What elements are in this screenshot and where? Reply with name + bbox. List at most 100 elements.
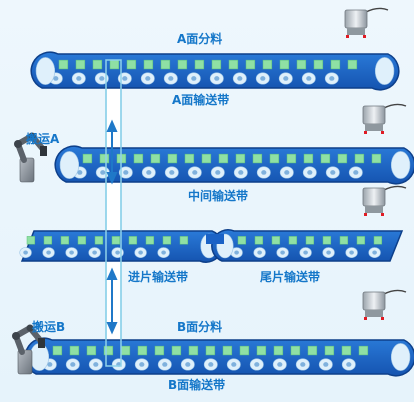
wafer-tile <box>296 59 307 70</box>
roller-hub <box>92 250 97 255</box>
roller-hub <box>191 76 197 81</box>
camera-light <box>381 131 384 134</box>
wafer-tile <box>313 59 324 70</box>
wafer-tile <box>154 345 165 356</box>
wafer-tile <box>307 345 318 356</box>
robot-gripper <box>38 338 45 348</box>
roller-hub <box>69 250 74 255</box>
roller-hub <box>208 362 214 367</box>
wafer-tile <box>150 153 161 164</box>
wafer-tile <box>145 236 155 245</box>
wafer-tile <box>235 153 246 164</box>
wafer-tile <box>126 59 137 70</box>
camera-body <box>344 9 368 29</box>
roller-hub <box>47 362 53 367</box>
wafer-tile <box>271 236 281 245</box>
roller-hub <box>280 250 285 255</box>
transfer-shaft-overlay <box>105 59 122 367</box>
camera-light <box>364 317 367 320</box>
wafer-tile <box>245 59 256 70</box>
wafer-tile <box>262 59 273 70</box>
robot-arm <box>13 325 43 355</box>
camera-light <box>346 35 349 38</box>
transfer-shaft <box>105 59 122 367</box>
wafer-tile <box>92 59 103 70</box>
roller-hub <box>326 250 331 255</box>
roller-hub <box>306 76 312 81</box>
roller-hub <box>23 250 28 255</box>
label-b-sort: B面分料 <box>177 320 223 334</box>
camera-body <box>362 291 386 311</box>
belt-connector <box>206 234 224 244</box>
wafer-tile <box>290 345 301 356</box>
wafer-tile <box>320 153 331 164</box>
wafer-tile <box>160 59 171 70</box>
camera-cable <box>383 289 407 295</box>
camera-cable <box>383 185 407 191</box>
end-roller <box>374 57 395 85</box>
robot-base <box>19 157 35 183</box>
wafer-tile <box>77 236 87 245</box>
double-arrow-icon <box>106 267 118 335</box>
end-roller <box>59 151 80 179</box>
roller-hub <box>169 170 175 175</box>
camera-body <box>362 187 386 207</box>
roller-hub <box>214 76 220 81</box>
label-a-sort: A面分料 <box>177 32 223 46</box>
wafer-tile <box>188 345 199 356</box>
roller-hub <box>145 76 151 81</box>
roller-hub <box>123 170 129 175</box>
roller-hub <box>138 250 143 255</box>
wafer-tile <box>305 236 315 245</box>
roller-hub <box>330 170 336 175</box>
roller-hub <box>46 250 51 255</box>
camera-icon <box>362 103 407 134</box>
roller-hub <box>329 76 335 81</box>
camera-light <box>381 213 384 216</box>
wafer-tile <box>52 345 63 356</box>
roller-hub <box>139 362 145 367</box>
camera-lens <box>365 206 383 213</box>
roller-hub <box>192 170 198 175</box>
roller-hub <box>122 76 128 81</box>
roller-hub <box>237 76 243 81</box>
camera-lens <box>365 310 383 317</box>
end-roller <box>390 151 411 179</box>
robot-arm-icon <box>14 132 47 183</box>
wafer-tile <box>269 153 280 164</box>
wafer-tile <box>373 236 383 245</box>
camera-lens <box>347 28 365 35</box>
wafer-tile <box>75 59 86 70</box>
roller-hub <box>346 362 352 367</box>
label-a-conveyor: A面输送带 <box>172 93 230 107</box>
wafer-tile <box>58 59 69 70</box>
roller-hub <box>323 362 329 367</box>
label-infeed-conveyor: 进片输送带 <box>128 270 189 284</box>
roller-hub <box>277 362 283 367</box>
wafer-tile <box>205 345 216 356</box>
roller-hub <box>99 76 105 81</box>
roller-hub <box>161 250 166 255</box>
wafer-tile <box>143 59 154 70</box>
wafer-tile <box>288 236 298 245</box>
roller-hub <box>234 250 239 255</box>
wafer-tile <box>371 153 382 164</box>
wafer-tile <box>26 236 36 245</box>
wafer-tile <box>358 345 369 356</box>
camera-light <box>364 213 367 216</box>
wafer-tile <box>171 345 182 356</box>
roller-hub <box>261 170 267 175</box>
double-arrow-icon <box>106 119 118 185</box>
wafer-tile <box>252 153 263 164</box>
camera-icon <box>344 7 389 38</box>
wafer-tile <box>43 236 53 245</box>
roller-hub <box>257 250 262 255</box>
robot-joint <box>12 332 20 340</box>
wafer-tile <box>111 236 121 245</box>
robot-gripper <box>40 146 47 156</box>
end-roller <box>35 57 56 85</box>
wafer-tile <box>356 236 366 245</box>
roller-hub <box>238 170 244 175</box>
wafer-tile <box>228 59 239 70</box>
roller-hub <box>76 76 82 81</box>
